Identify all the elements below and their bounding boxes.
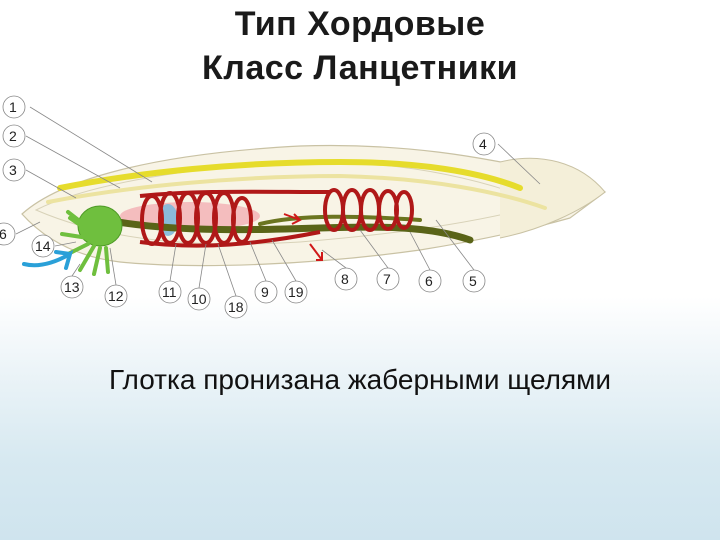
callout-label-4: 4	[479, 136, 487, 152]
callout-11	[158, 280, 182, 304]
callout-12	[104, 284, 128, 308]
slide-caption: Глотка пронизана жаберными щелями	[108, 364, 612, 395]
callout-label-8: 8	[341, 271, 349, 287]
red-arrow-2	[309, 243, 323, 261]
callout-14	[31, 234, 55, 258]
callout-label-12: 12	[108, 288, 124, 304]
callout-9	[254, 280, 278, 304]
callout-6-left	[0, 222, 16, 246]
callout-4	[472, 132, 496, 156]
callout-label-18: 18	[228, 299, 244, 315]
water-flow-arrow	[22, 249, 74, 270]
callout-label-14: 14	[35, 238, 51, 254]
callout-10	[187, 287, 211, 311]
callout-label-6-right: 6	[425, 273, 433, 289]
tail-fin	[499, 157, 606, 239]
callout-6-right	[418, 269, 442, 293]
callout-label-5: 5	[469, 273, 477, 289]
slide-title: Тип Хордовые Класс Ланцетники	[0, 2, 720, 90]
title-line-2: Класс Ланцетники	[201, 49, 519, 87]
callout-label-10: 10	[191, 291, 207, 307]
callout-label-2: 2	[9, 128, 17, 144]
callout-5	[462, 269, 486, 293]
callout-label-6-left: 6	[0, 226, 7, 242]
callout-label-11: 11	[162, 284, 177, 300]
neural-tube	[46, 173, 547, 210]
gill-slits	[139, 188, 414, 248]
callouts: 1 2 3 4 5 6 6 7 8 9	[0, 95, 541, 319]
callout-label-19: 19	[288, 284, 304, 300]
callout-label-7: 7	[383, 271, 391, 287]
callout-19	[284, 280, 308, 304]
callout-label-3: 1	[9, 99, 17, 115]
callout-13	[60, 275, 84, 299]
callout-18	[224, 295, 248, 319]
callout-label-13: 13	[64, 279, 80, 295]
notochord	[57, 158, 523, 191]
callout-3	[2, 95, 26, 119]
callout-1	[2, 158, 26, 182]
gut	[114, 218, 474, 244]
red-arrow-1	[283, 213, 302, 225]
title-line-1: Тип Хордовые	[234, 5, 486, 43]
callout-7	[376, 267, 400, 291]
lancelet-diagram: 1 2 3 4 5 6 6 7 8 9	[0, 95, 607, 319]
callout-label-1: 3	[9, 162, 17, 178]
callout-2	[2, 124, 26, 148]
callout-8	[334, 267, 358, 291]
callout-label-9: 9	[261, 284, 269, 300]
gut-branch	[258, 214, 422, 226]
cirri-tentacles	[60, 210, 110, 276]
